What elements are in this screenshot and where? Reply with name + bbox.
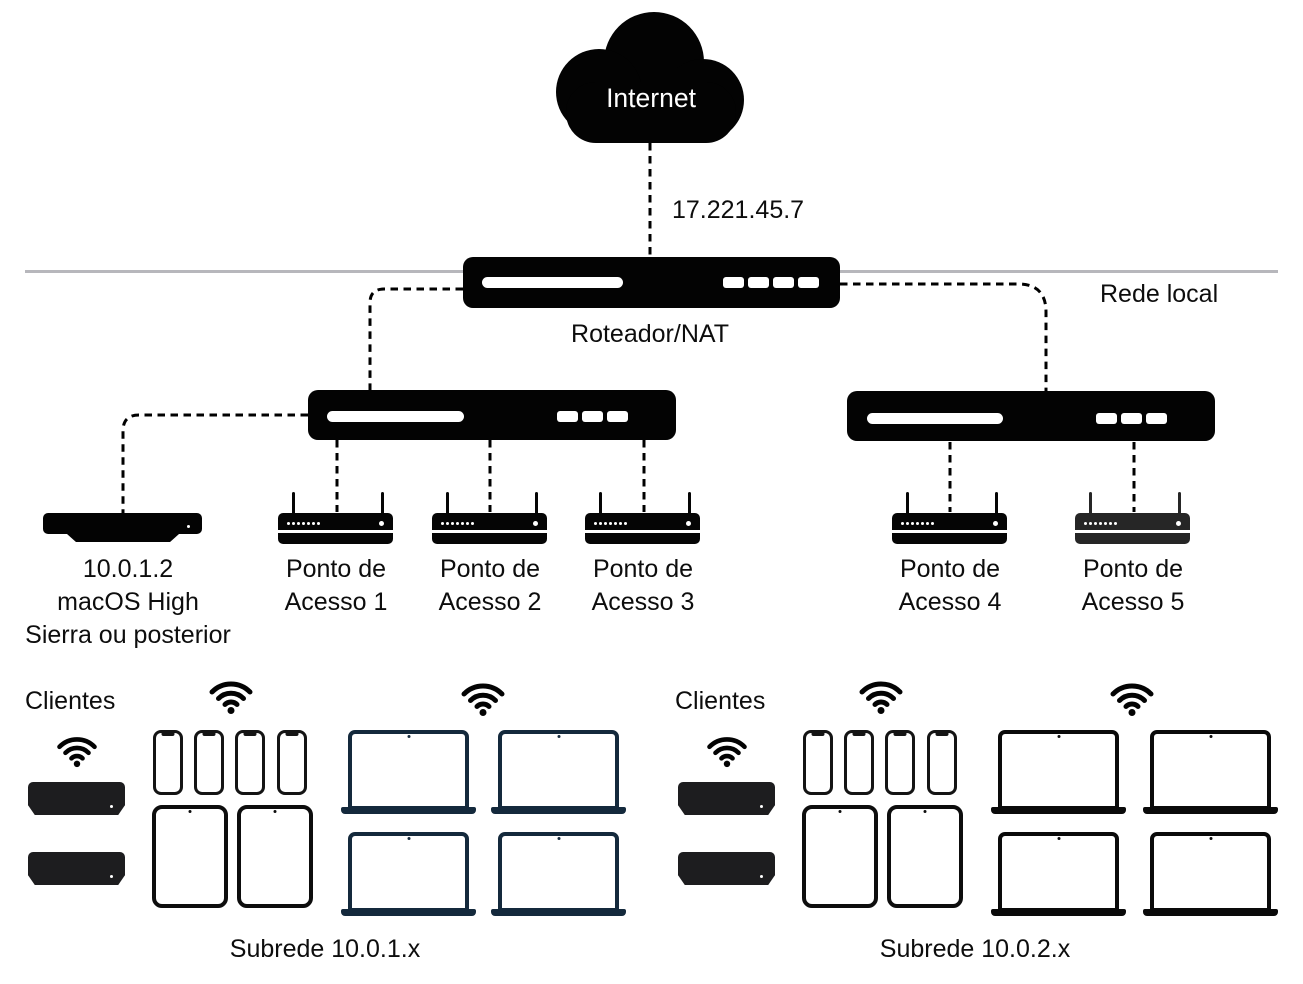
mac-server-body [43, 513, 202, 534]
wan-ip-label: 17.221.45.7 [672, 196, 805, 224]
wifi-icon [707, 737, 747, 768]
laptop-icon [991, 730, 1126, 814]
mac-server-label: 10.0.1.2 macOS High Sierra ou posterior [0, 553, 256, 652]
access-point-5-label: Ponto de Acesso 5 [1053, 553, 1213, 619]
local-network-label: Rede local [1100, 280, 1219, 308]
wifi-icon [57, 737, 97, 768]
ap2-label-line1: Ponto de [439, 555, 541, 583]
wifi-icon [461, 683, 505, 716]
access-point-4-label: Ponto de Acesso 4 [870, 553, 1030, 619]
internet-cloud-icon: Internet [556, 12, 744, 143]
mac-server-os-line1: macOS High [57, 588, 199, 616]
phone-icon [194, 730, 224, 795]
link-router-switch-left [368, 287, 463, 390]
laptop-icon [491, 832, 626, 916]
phone-icon [927, 730, 957, 795]
link-router-switch-right [840, 282, 1048, 391]
mac-server-base [67, 534, 179, 542]
access-point-2-label: Ponto de Acesso 2 [410, 553, 570, 619]
tablet-icon [802, 805, 878, 908]
wifi-icon [1110, 683, 1154, 716]
router-device [463, 257, 840, 308]
subnet-label-right: Subrede 10.0.2.x [879, 935, 1071, 963]
phone-icon [885, 730, 915, 795]
switch-left-device [308, 390, 676, 440]
phone-icon [844, 730, 874, 795]
phone-icon [277, 730, 307, 795]
access-point-1-icon [278, 492, 393, 544]
tablet-icon [237, 805, 313, 908]
router-status-bar [482, 277, 623, 288]
subnet-label-left: Subrede 10.0.1.x [229, 935, 421, 963]
mac-mini-icon [28, 852, 125, 885]
switch-right-ports [1096, 413, 1167, 424]
laptop-icon [341, 730, 476, 814]
laptop-icon [1143, 730, 1278, 814]
laptop-icon [1143, 832, 1278, 916]
phone-icon [235, 730, 265, 795]
clients-label-left: Clientes [25, 687, 116, 715]
laptop-icon [341, 832, 476, 916]
access-point-2-icon [432, 492, 547, 544]
mac-server-ip: 10.0.1.2 [82, 555, 174, 583]
switch-right-device [847, 391, 1215, 441]
tablet-icon [152, 805, 228, 908]
router-ports [723, 277, 819, 288]
switch-left-ports [557, 411, 628, 422]
phone-icon [153, 730, 183, 795]
internet-label: Internet [606, 83, 697, 113]
switch-left-status-bar [327, 411, 464, 422]
wifi-icon [859, 681, 903, 714]
ap1-label-line2: Acesso 1 [284, 588, 388, 616]
link-switch-server [121, 413, 308, 513]
access-point-3-label: Ponto de Acesso 3 [563, 553, 723, 619]
ap4-label-line1: Ponto de [899, 555, 1001, 583]
switch-right-status-bar [867, 413, 1003, 424]
ap4-label-line2: Acesso 4 [898, 588, 1002, 616]
ap3-label-line1: Ponto de [592, 555, 694, 583]
clients-label-right: Clientes [675, 687, 766, 715]
ap5-label-line1: Ponto de [1082, 555, 1184, 583]
laptop-icon [491, 730, 626, 814]
phone-icon [803, 730, 833, 795]
ap3-label-line2: Acesso 3 [591, 588, 695, 616]
access-point-5-icon [1075, 492, 1190, 544]
laptop-icon [991, 832, 1126, 916]
router-label: Roteador/NAT [571, 320, 729, 348]
mac-mini-icon [28, 782, 125, 815]
mac-mini-icon [678, 782, 775, 815]
ap2-label-line2: Acesso 2 [438, 588, 542, 616]
wifi-icon [209, 681, 253, 714]
mac-server-os-line2: Sierra ou posterior [25, 621, 231, 649]
access-point-3-icon [585, 492, 700, 544]
tablet-icon [887, 805, 963, 908]
ap5-label-line2: Acesso 5 [1081, 588, 1185, 616]
mac-server-led [187, 525, 190, 528]
ap1-label-line1: Ponto de [285, 555, 387, 583]
access-point-4-icon [892, 492, 1007, 544]
access-point-1-label: Ponto de Acesso 1 [256, 553, 416, 619]
mac-mini-icon [678, 852, 775, 885]
mac-server-icon [43, 513, 202, 542]
